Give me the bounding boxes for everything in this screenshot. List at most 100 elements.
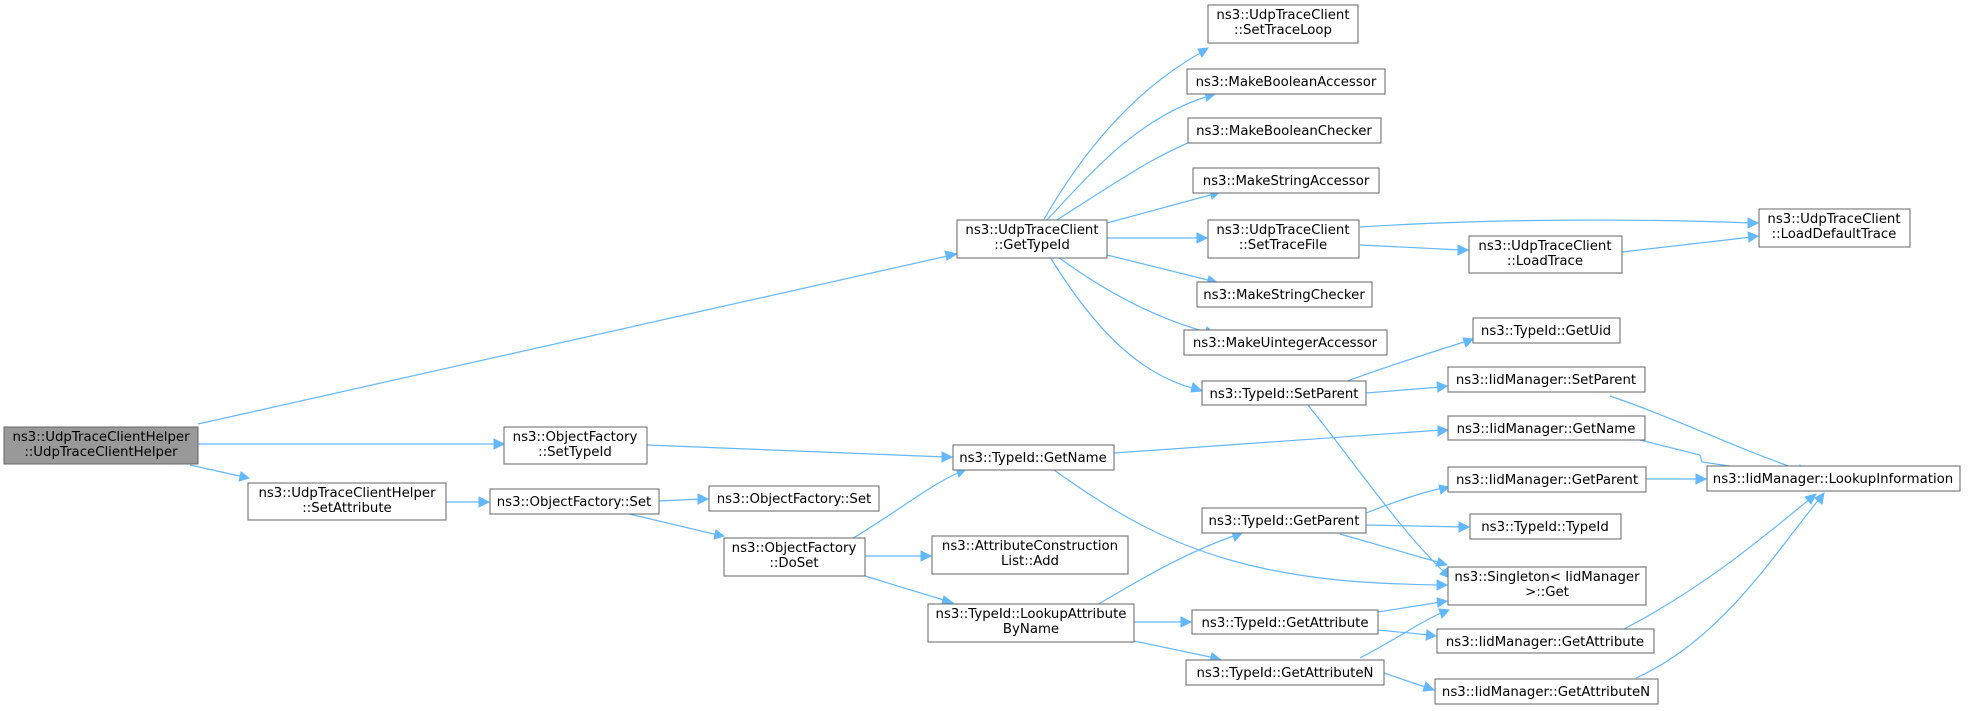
node-label: ::GetTypeId [994, 238, 1070, 253]
node-label: ns3::UdpTraceClient [965, 223, 1098, 238]
edge-settracefile-to-loaddefault [1359, 217, 1760, 229]
edge-gettypeid-to-setparent [1049, 256, 1204, 393]
node-label: ns3::TypeId::LookupAttribute [936, 607, 1127, 622]
edge-root-to-helper-setattr [189, 464, 251, 482]
node-label: ::LoadTrace [1507, 254, 1583, 269]
node-label: ::DoSet [769, 556, 818, 571]
node-label: ns3::MakeStringAccessor [1203, 174, 1370, 189]
node-udptraceclient-settracefile[interactable]: ns3::UdpTraceClient::SetTraceFile [1207, 219, 1360, 259]
node-makebooleanaccessor[interactable]: ns3::MakeBooleanAccessor [1186, 68, 1386, 95]
edge-getname-to-iid-getname [1113, 425, 1450, 454]
node-typeid-getattribute[interactable]: ns3::TypeId::GetAttribute [1191, 609, 1379, 635]
node-label: ns3::Singleton< IidManager [1454, 570, 1640, 585]
edge-loadtrace-to-loaddefault [1621, 231, 1760, 253]
node-typeid-getname[interactable]: ns3::TypeId::GetName [952, 444, 1115, 471]
edge-lookupattr-to-tid-getattr [1134, 616, 1193, 628]
node-label: ByName [1003, 622, 1059, 637]
edge-root-to-of-settypeid [198, 438, 506, 450]
node-label: ns3::ObjectFactory::Set [717, 492, 871, 507]
node-label: ns3::TypeId::GetParent [1209, 514, 1360, 529]
node-singleton-iidmanager-get[interactable]: ns3::Singleton< IidManager>::Get [1447, 566, 1647, 606]
node-iidmanager-getparent[interactable]: ns3::IidManager::GetParent [1447, 466, 1647, 493]
node-label: >::Get [1525, 585, 1569, 600]
edge-tid-getparent-to-tid-typeid [1365, 521, 1471, 533]
node-iidmanager-getname[interactable]: ns3::IidManager::GetName [1447, 415, 1646, 441]
edge-of-set-to-of-set2 [658, 493, 710, 505]
node-label: ns3::MakeStringChecker [1203, 288, 1365, 303]
edge-gettypeid-to-mkboolacc [1045, 91, 1217, 222]
node-label: ::UdpTraceClientHelper [24, 445, 178, 460]
node-typeid-getparent[interactable]: ns3::TypeId::GetParent [1201, 507, 1367, 534]
node-label: ns3::UdpTraceClient [1767, 212, 1900, 227]
edge-doset-to-acl-add [865, 550, 933, 562]
edge-tid-getattrn-to-singleton [1359, 608, 1451, 659]
node-label: ns3::IidManager::LookupInformation [1713, 472, 1953, 487]
node-label: ns3::TypeId::GetUid [1481, 324, 1611, 339]
node-typeid-setparent[interactable]: ns3::TypeId::SetParent [1201, 380, 1367, 406]
node-label: ::SetTraceLoop [1234, 23, 1332, 38]
edges [189, 47, 1825, 692]
node-objectfactory-settypeid[interactable]: ns3::ObjectFactory::SetTypeId [503, 426, 648, 465]
node-label: ns3::TypeId::GetAttribute [1201, 616, 1368, 631]
node-udptraceclient-loadtrace[interactable]: ns3::UdpTraceClient::LoadTrace [1468, 235, 1623, 274]
node-label: ns3::UdpTraceClient [1216, 8, 1349, 23]
node-udptraceclienthelper-setattribute[interactable]: ns3::UdpTraceClientHelper::SetAttribute [247, 482, 447, 521]
node-label: ns3::MakeUintegerAccessor [1193, 336, 1378, 351]
node-typeid-typeid[interactable]: ns3::TypeId::TypeId [1469, 513, 1622, 540]
node-objectfactory-set[interactable]: ns3::ObjectFactory::Set [489, 488, 660, 515]
edge-helper-setattr-to-of-set [446, 496, 491, 508]
nodes: ns3::UdpTraceClientHelper::UdpTraceClien… [3, 4, 1961, 705]
node-label: ns3::IidManager::GetAttribute [1446, 635, 1644, 650]
node-label: ns3::IidManager::GetName [1457, 422, 1636, 437]
edge-root-to-gettypeid [197, 250, 959, 425]
edge-setparent-to-iid-setparent [1365, 381, 1449, 394]
edge-setparent-to-getuid [1341, 337, 1475, 384]
node-typeid-getuid[interactable]: ns3::TypeId::GetUid [1472, 317, 1621, 344]
edge-iid-getattrn-to-lookupinfo [1635, 492, 1825, 679]
node-label: ::SetTypeId [538, 445, 612, 460]
node-makeuintegeraccessor[interactable]: ns3::MakeUintegerAccessor [1183, 329, 1388, 356]
node-label: ns3::IidManager::SetParent [1456, 373, 1636, 388]
edge-gettypeid-to-mkuintacc [1057, 256, 1218, 337]
node-udptraceclient-loaddefaulttrace[interactable]: ns3::UdpTraceClient::LoadDefaultTrace [1758, 208, 1911, 248]
node-makebooleanchecker[interactable]: ns3::MakeBooleanChecker [1187, 117, 1382, 144]
node-label: ns3::AttributeConstruction [942, 539, 1118, 554]
edge-settracefile-to-loadtrace [1359, 244, 1470, 256]
node-iidmanager-getattribute[interactable]: ns3::IidManager::GetAttribute [1436, 628, 1655, 654]
node-iidmanager-setparent[interactable]: ns3::IidManager::SetParent [1447, 366, 1646, 393]
edge-tid-getattrn-to-iid-getattrn [1383, 672, 1436, 692]
edge-tid-getparent-to-singleton [1339, 533, 1449, 567]
node-makestringaccessor[interactable]: ns3::MakeStringAccessor [1192, 167, 1380, 194]
edge-tid-getattr-to-singleton [1377, 597, 1449, 613]
edge-iid-getattr-to-lookupinfo [1621, 493, 1817, 631]
node-udptraceclient-gettypeid[interactable]: ns3::UdpTraceClient::GetTypeId [956, 219, 1108, 259]
node-label: ns3::MakeBooleanChecker [1196, 124, 1372, 139]
node-label: List::Add [1001, 554, 1059, 569]
edge-gettypeid-to-mkstrchk [1106, 254, 1220, 286]
edge-gettypeid-to-settracefile [1107, 232, 1209, 244]
node-objectfactory-doset[interactable]: ns3::ObjectFactory::DoSet [723, 537, 866, 577]
node-iidmanager-lookupinformation[interactable]: ns3::IidManager::LookupInformation [1706, 465, 1961, 492]
node-label: ns3::UdpTraceClient [1478, 239, 1611, 254]
node-objectfactory-set-2[interactable]: ns3::ObjectFactory::Set [708, 485, 880, 512]
node-typeid-getattributen[interactable]: ns3::TypeId::GetAttributeN [1185, 659, 1385, 686]
node-label: ns3::UdpTraceClientHelper [258, 486, 436, 501]
node-label: ns3::IidManager::GetParent [1456, 473, 1638, 488]
node-label: ::LoadDefaultTrace [1772, 227, 1897, 242]
node-label: ns3::IidManager::GetAttributeN [1442, 685, 1650, 700]
node-makestringchecker[interactable]: ns3::MakeStringChecker [1196, 281, 1373, 308]
node-iidmanager-getattributen[interactable]: ns3::IidManager::GetAttributeN [1434, 678, 1659, 705]
edge-gettypeid-to-settraceloop [1042, 47, 1210, 222]
edge-gettypeid-to-mkstracc [1106, 189, 1222, 224]
node-label: ns3::TypeId::GetName [959, 451, 1107, 466]
node-label: ns3::UdpTraceClientHelper [12, 430, 190, 445]
node-label: ns3::ObjectFactory [732, 541, 857, 556]
edge-doset-to-lookupattr [864, 575, 955, 605]
node-label: ns3::TypeId::TypeId [1481, 520, 1609, 535]
node-udptraceclient-settraceloop[interactable]: ns3::UdpTraceClient::SetTraceLoop [1207, 4, 1359, 44]
edge-tid-getparent-to-iid-getparent [1365, 484, 1451, 514]
node-udptraceclienthelper-ctor[interactable]: ns3::UdpTraceClientHelper::UdpTraceClien… [3, 426, 199, 465]
